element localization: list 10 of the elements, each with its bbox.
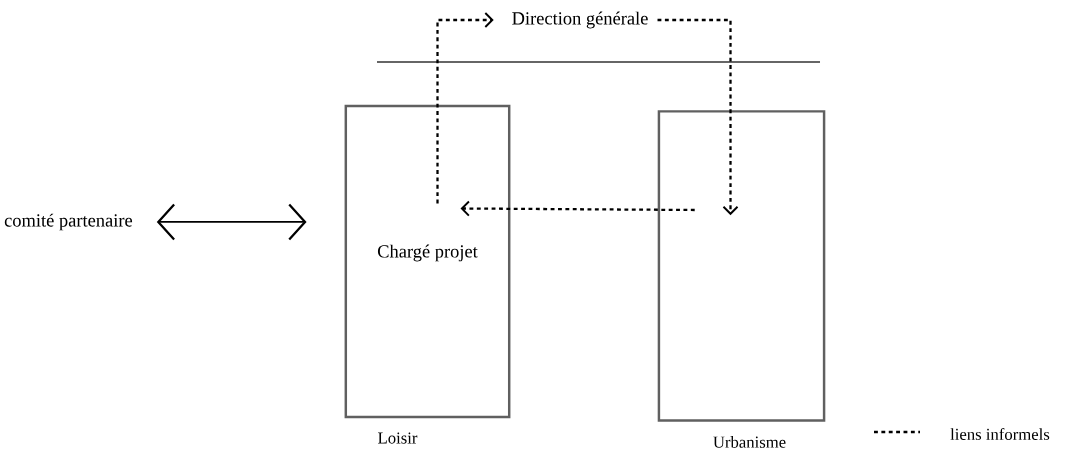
arrow [460,200,695,217]
node-text: comité partenaire [4,213,133,231]
arrow [156,203,307,241]
box-heading: Urbanisme [713,436,786,448]
legend-text: liens informels [950,428,1050,440]
box-heading: Loisir [378,432,418,444]
arrow [657,18,739,216]
node-text: Direction générale [512,11,648,29]
arrow [436,12,494,204]
node-text: Chargé projet [377,244,478,262]
